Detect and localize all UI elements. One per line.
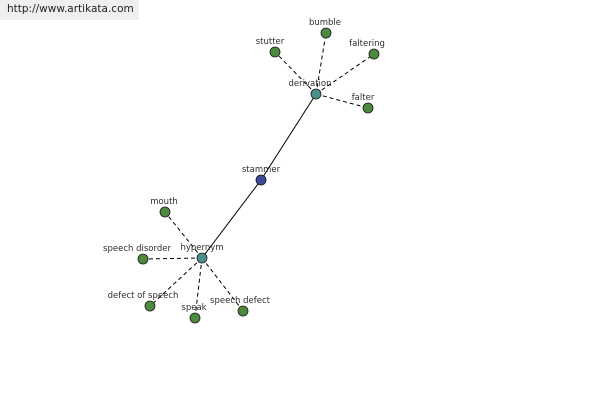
edge-derivation-faltering [315, 53, 375, 95]
leaf-label-faltering[interactable]: faltering [349, 39, 385, 49]
hub-node-derivation[interactable] [310, 88, 322, 100]
leaf-node-falter[interactable] [362, 102, 374, 114]
leaf-label-speech-defect[interactable]: speech defect [210, 296, 271, 306]
leaf-label-stutter[interactable]: stutter [256, 37, 285, 47]
leaf-node-speech-defect[interactable] [237, 305, 249, 317]
edge-derivation-stutter [274, 51, 317, 95]
edges-layer [142, 32, 375, 319]
center-label-stammer[interactable]: stammer [242, 165, 281, 175]
edge-hypernym-speak [194, 257, 203, 319]
edge-stammer-hypernym [201, 179, 262, 259]
leaf-label-speech-disorder[interactable]: speech disorder [103, 244, 171, 254]
leaf-node-faltering[interactable] [368, 48, 380, 60]
nodes-layer [137, 27, 380, 324]
edge-hypernym-mouth [164, 211, 203, 259]
leaf-label-speak[interactable]: speak [181, 303, 206, 313]
leaf-node-mouth[interactable] [159, 206, 171, 218]
site-url-text[interactable]: http://www.artikata.com [7, 3, 134, 15]
leaf-label-mouth[interactable]: mouth [150, 197, 178, 207]
center-node-stammer[interactable] [255, 174, 267, 186]
edge-hypernym-speech-disorder [142, 257, 203, 260]
hub-node-hypernym[interactable] [196, 252, 208, 264]
leaf-label-falter[interactable]: falter [352, 93, 375, 103]
leaf-label-bumble[interactable]: bumble [309, 18, 341, 28]
labels-layer: stammer derivation hypernym stutter bumble fa… [103, 18, 385, 313]
edge-derivation-bumble [315, 32, 327, 95]
leaf-node-defect-of-speech[interactable] [144, 300, 156, 312]
edge-derivation-falter [315, 93, 369, 109]
edge-stammer-derivation [260, 93, 317, 181]
leaf-node-speak[interactable] [189, 312, 201, 324]
site-url-banner[interactable]: http://www.artikata.com [0, 0, 139, 20]
leaf-node-stutter[interactable] [269, 46, 281, 58]
hub-label-hypernym[interactable]: hypernym [180, 243, 223, 253]
leaf-node-bumble[interactable] [320, 27, 332, 39]
leaf-node-speech-disorder[interactable] [137, 253, 149, 265]
edge-hypernym-defect-of-speech [149, 257, 203, 307]
hub-label-derivation[interactable]: derivation [288, 79, 331, 89]
leaf-label-defect-of-speech[interactable]: defect of speech [108, 291, 179, 301]
